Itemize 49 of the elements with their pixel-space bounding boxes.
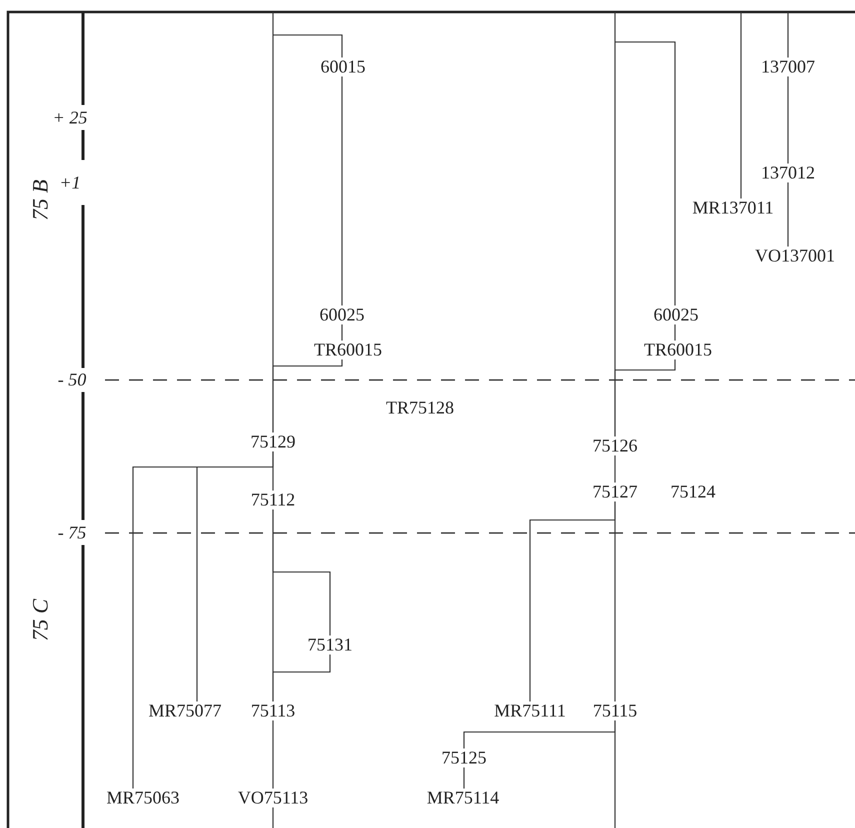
unit-number: 75113 <box>250 702 296 720</box>
unit-number: 137012 <box>760 164 816 182</box>
unit-number: 75131 <box>306 636 354 654</box>
unit-number: 75124 <box>670 482 716 502</box>
unit-number: 75129 <box>250 432 296 452</box>
unit-number: 60015 <box>320 58 366 76</box>
connector-line <box>463 767 465 789</box>
connector-line <box>272 509 274 702</box>
depth-label: - 75 <box>58 524 86 542</box>
unit-number: 75112 <box>250 490 296 510</box>
unit-number: 75127 <box>592 482 638 502</box>
unit-number: VO75113 <box>236 788 310 808</box>
connector-line <box>787 12 789 58</box>
unit-number: MR75063 <box>106 788 180 808</box>
unit-number: MR137011 <box>691 198 775 218</box>
connector-line <box>614 501 616 702</box>
unit-number: TR75128 <box>385 398 455 418</box>
connector-line <box>615 41 676 306</box>
connector-line <box>272 807 274 828</box>
connector-line <box>341 76 343 306</box>
trench-label: 75 C <box>28 598 52 642</box>
connector-line <box>787 76 789 164</box>
connector-line <box>740 12 742 199</box>
unit-number: MR75077 <box>148 702 222 720</box>
depth-label: +1 <box>59 174 81 192</box>
unit-number: 75115 <box>592 702 638 720</box>
connector-line <box>341 324 343 341</box>
trench-label: 75 B <box>28 180 52 220</box>
unit-number: 75125 <box>440 748 488 768</box>
unit-number: MR75114 <box>426 788 500 808</box>
unit-number: MR75111 <box>493 702 567 720</box>
connector-line <box>787 182 789 247</box>
unit-number: TR60015 <box>643 340 713 360</box>
unit-number: 75126 <box>592 436 638 456</box>
unit-number: 60025 <box>318 306 366 324</box>
connector-line <box>614 455 616 483</box>
connector-line <box>273 34 343 58</box>
connector-line <box>614 720 616 828</box>
connector-line <box>272 12 274 433</box>
connector-line <box>132 451 274 789</box>
unit-number: TR60015 <box>313 340 383 360</box>
connector-line <box>272 720 274 789</box>
connector-line <box>674 324 676 341</box>
unit-number: VO137001 <box>754 246 836 266</box>
connector-line <box>614 12 616 437</box>
depth-label: - 50 <box>58 370 86 390</box>
unit-number: 137007 <box>760 58 816 76</box>
unit-number: 60025 <box>652 306 700 324</box>
depth-label: + 25 <box>52 108 88 128</box>
